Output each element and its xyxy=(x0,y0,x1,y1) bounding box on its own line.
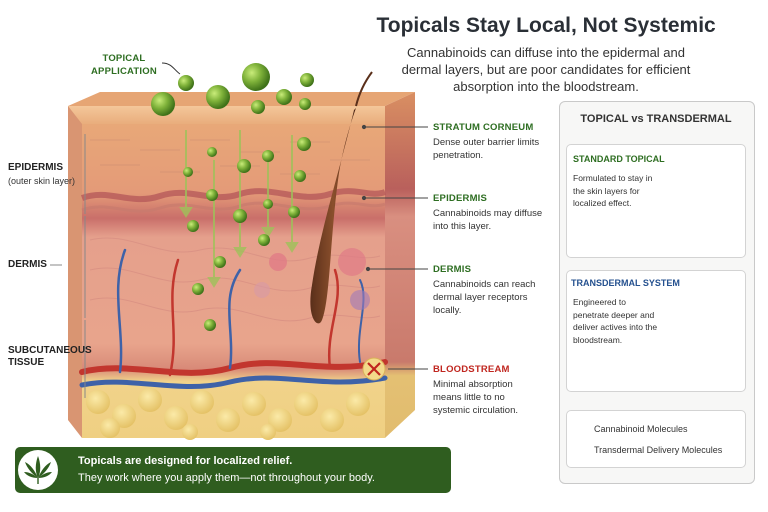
label-epidermis-sub: (outer skin layer) xyxy=(8,176,76,186)
annotation-leaders xyxy=(361,124,428,370)
annotation-dermis-body: Cannabinoids can reach dermal layer rece… xyxy=(433,279,536,316)
summary-banner xyxy=(15,447,451,493)
skin-block-side xyxy=(385,92,415,438)
page-title: Topicals Stay Local, Not Systemic xyxy=(376,14,716,37)
standard-topical-body: Formulated to stay in the skin layers fo… xyxy=(573,173,653,208)
label-subcutaneous-tissue: SUBCUTANEOUS TISSUE xyxy=(8,345,92,368)
hair-follicle xyxy=(310,71,373,324)
cannabinoid-molecules-in-skin xyxy=(183,137,311,331)
label-topical-application: TOPICAL APPLICATION xyxy=(91,53,157,77)
skin-top-surface xyxy=(68,106,385,124)
left-layer-brackets xyxy=(50,134,86,398)
comparison-panel-title: TOPICAL vs TRANSDERMAL xyxy=(580,113,732,125)
annotation-epidermis-body: Cannabinoids may diffuse into this layer… xyxy=(433,208,543,232)
cannabis-leaf-icon xyxy=(18,450,58,490)
page-subtitle: Cannabinoids can diffuse into the epider… xyxy=(401,45,691,94)
annotation-bloodstream-heading: BLOODSTREAM xyxy=(433,364,510,375)
annotation-stratum-corneum-heading: STRATUM CORNEUM xyxy=(433,122,534,133)
transdermal-system-card xyxy=(566,270,746,392)
banner-line-2: They work where you apply them—not throu… xyxy=(78,472,375,484)
legend-cannabinoid-label: Cannabinoid Molecules xyxy=(594,424,688,434)
annotation-stratum-corneum-body: Dense outer barrier limits penetration. xyxy=(433,137,540,161)
standard-topical-heading: STANDARD TOPICAL xyxy=(573,154,665,164)
transdermal-system-body: Engineered to penetrate deeper and deliv… xyxy=(573,297,658,345)
annotation-dermis-heading: DERMIS xyxy=(433,264,472,275)
sebaceous-gland xyxy=(338,248,366,276)
annotation-bloodstream-body: Minimal absorption means little to no sy… xyxy=(433,379,518,416)
standard-topical-card xyxy=(566,144,746,258)
blocked-bloodstream-marker xyxy=(362,357,386,381)
blood-vessels xyxy=(79,248,388,390)
cannabinoid-molecules-surface xyxy=(151,63,314,116)
skin-top-surface-back xyxy=(68,92,415,106)
legend-box xyxy=(566,410,746,468)
gland xyxy=(269,253,287,271)
label-dermis: DERMIS xyxy=(8,259,47,270)
label-epidermis: EPIDERMIS xyxy=(8,162,64,173)
transdermal-system-heading: TRANSDERMAL SYSTEM xyxy=(571,278,680,288)
diffusion-arrows xyxy=(179,130,299,288)
banner-line-1: Topicals are designed for localized reli… xyxy=(78,455,293,467)
fat-cells xyxy=(86,388,370,440)
legend-transdermal-label: Transdermal Delivery Molecules xyxy=(594,445,723,455)
annotation-epidermis-heading: EPIDERMIS xyxy=(433,193,488,204)
